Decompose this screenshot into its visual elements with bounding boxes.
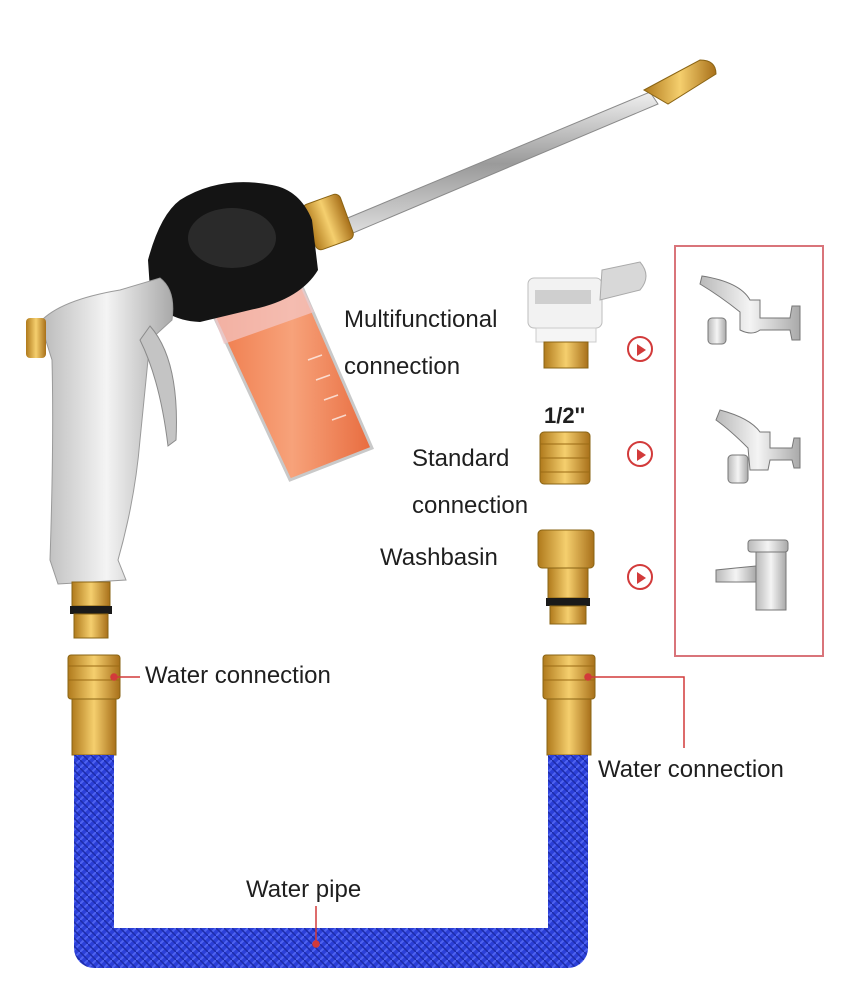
wall-faucet-icon: [699, 275, 801, 345]
label-water-pipe: Water pipe: [246, 876, 362, 903]
multifunctional-connector: [527, 261, 647, 369]
label-water-connection-right: Water connection: [598, 756, 784, 783]
hose-connector-right: [542, 654, 596, 756]
arrow-right-icon: [627, 336, 653, 362]
wall-faucet-icon: [715, 409, 801, 484]
water-hose: [74, 755, 588, 968]
label-standard-connection: connection: [412, 492, 529, 519]
standard-connector: [539, 431, 591, 485]
label-half-inch: 1/2'': [544, 403, 586, 428]
basin-faucet-icon: [715, 539, 789, 611]
spray-lance: [302, 59, 717, 251]
leader-lines: [110, 673, 685, 948]
label-standard: Standard: [412, 445, 510, 472]
label-washbasin: Washbasin: [380, 544, 498, 571]
arrow-right-icon: [627, 564, 653, 590]
label-water-connection-left: Water connection: [145, 662, 331, 689]
label-multifunctional: Multifunctional: [344, 306, 498, 333]
arrow-right-icon: [627, 441, 653, 467]
faucet-options-frame: [674, 245, 824, 657]
gun-body: [26, 277, 177, 639]
gun-head: [148, 182, 318, 322]
washbasin-connector: [537, 529, 595, 625]
hose-connector-left: [67, 654, 121, 756]
label-multifunctional-connection: connection: [344, 353, 461, 380]
foam-bottle: [209, 280, 374, 482]
